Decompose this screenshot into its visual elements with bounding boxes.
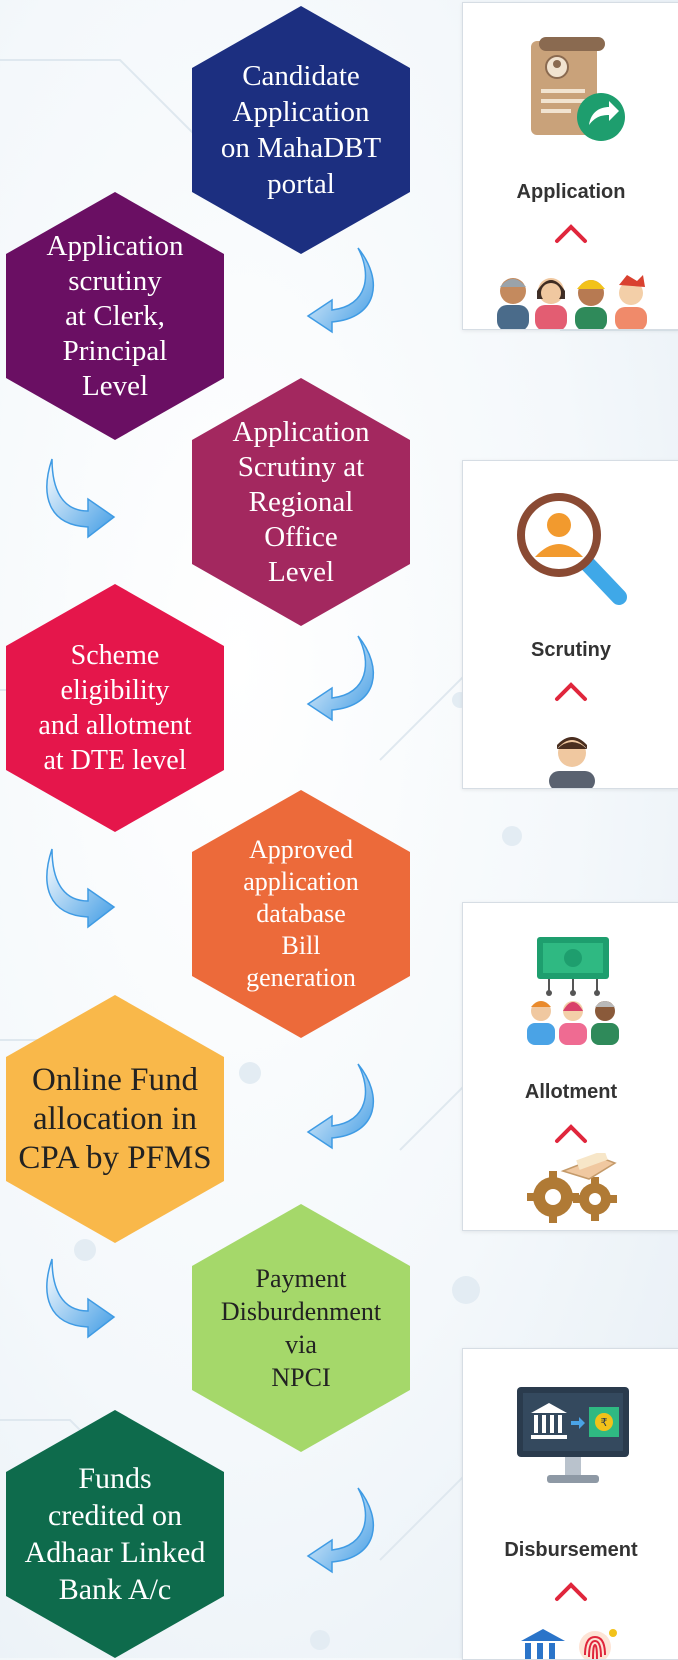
curved-arrow-icon <box>46 848 116 929</box>
bank-transfer-monitor-icon: ₹ <box>517 1387 629 1483</box>
step-1-hexagon: Candidate Application on MahaDBT portal <box>192 6 410 254</box>
step-5-text: Approved application database Bill gener… <box>243 835 359 992</box>
magnifier-user-icon <box>517 493 627 605</box>
step-7-hexagon: Payment Disburdenment via NPCI <box>192 1204 410 1452</box>
document-share-icon <box>531 37 625 141</box>
application-card-title: Application <box>516 181 626 203</box>
caret-up-icon <box>555 682 587 701</box>
curved-arrow-icon <box>46 458 116 539</box>
step-7-text: Payment Disburdenment via NPCI <box>220 1264 382 1392</box>
money-people-icon <box>527 937 619 1045</box>
officer-avatar-icon <box>549 737 595 788</box>
step-6-text: Online Fund allocation in CPA by PFMS <box>18 1061 212 1176</box>
step-3-text: Application Scrutiny at Regional Office … <box>232 415 370 588</box>
disbursement-card: ₹ Disbursement <box>462 1348 678 1660</box>
step-4-text: Scheme eligibility and allotment at DTE … <box>38 640 192 776</box>
bank-fingerprint-icon <box>521 1629 617 1659</box>
disbursement-card-title: Disbursement <box>504 1539 638 1561</box>
curved-arrow-icon <box>46 1258 116 1339</box>
curved-arrow-icon <box>306 1487 375 1574</box>
curved-arrow-icon <box>306 635 375 722</box>
application-card: Application <box>462 2 678 330</box>
step-8-text: Funds credited on Adhaar Linked Bank A/c <box>24 1462 206 1606</box>
scrutiny-card-title: Scrutiny <box>530 639 612 661</box>
step-8-hexagon: Funds credited on Adhaar Linked Bank A/c <box>6 1410 224 1658</box>
step-2-text: Application scrutiny at Clerk, Principal… <box>46 229 184 402</box>
caret-up-icon <box>555 224 587 243</box>
step-1-text: Candidate Application on MahaDBT portal <box>220 60 382 200</box>
svg-text:₹: ₹ <box>601 1416 608 1429</box>
caret-up-icon <box>555 1124 587 1143</box>
scrutiny-card: Scrutiny <box>462 460 678 789</box>
allotment-card: Allotment <box>462 902 678 1231</box>
gears-hand-icon <box>527 1153 617 1223</box>
people-group-icon <box>497 275 647 329</box>
curved-arrow-icon <box>306 1063 375 1150</box>
curved-arrow-icon <box>306 247 375 334</box>
allotment-card-title: Allotment <box>524 1081 618 1103</box>
caret-up-icon <box>555 1582 587 1601</box>
step-6-hexagon: Online Fund allocation in CPA by PFMS <box>6 995 224 1243</box>
